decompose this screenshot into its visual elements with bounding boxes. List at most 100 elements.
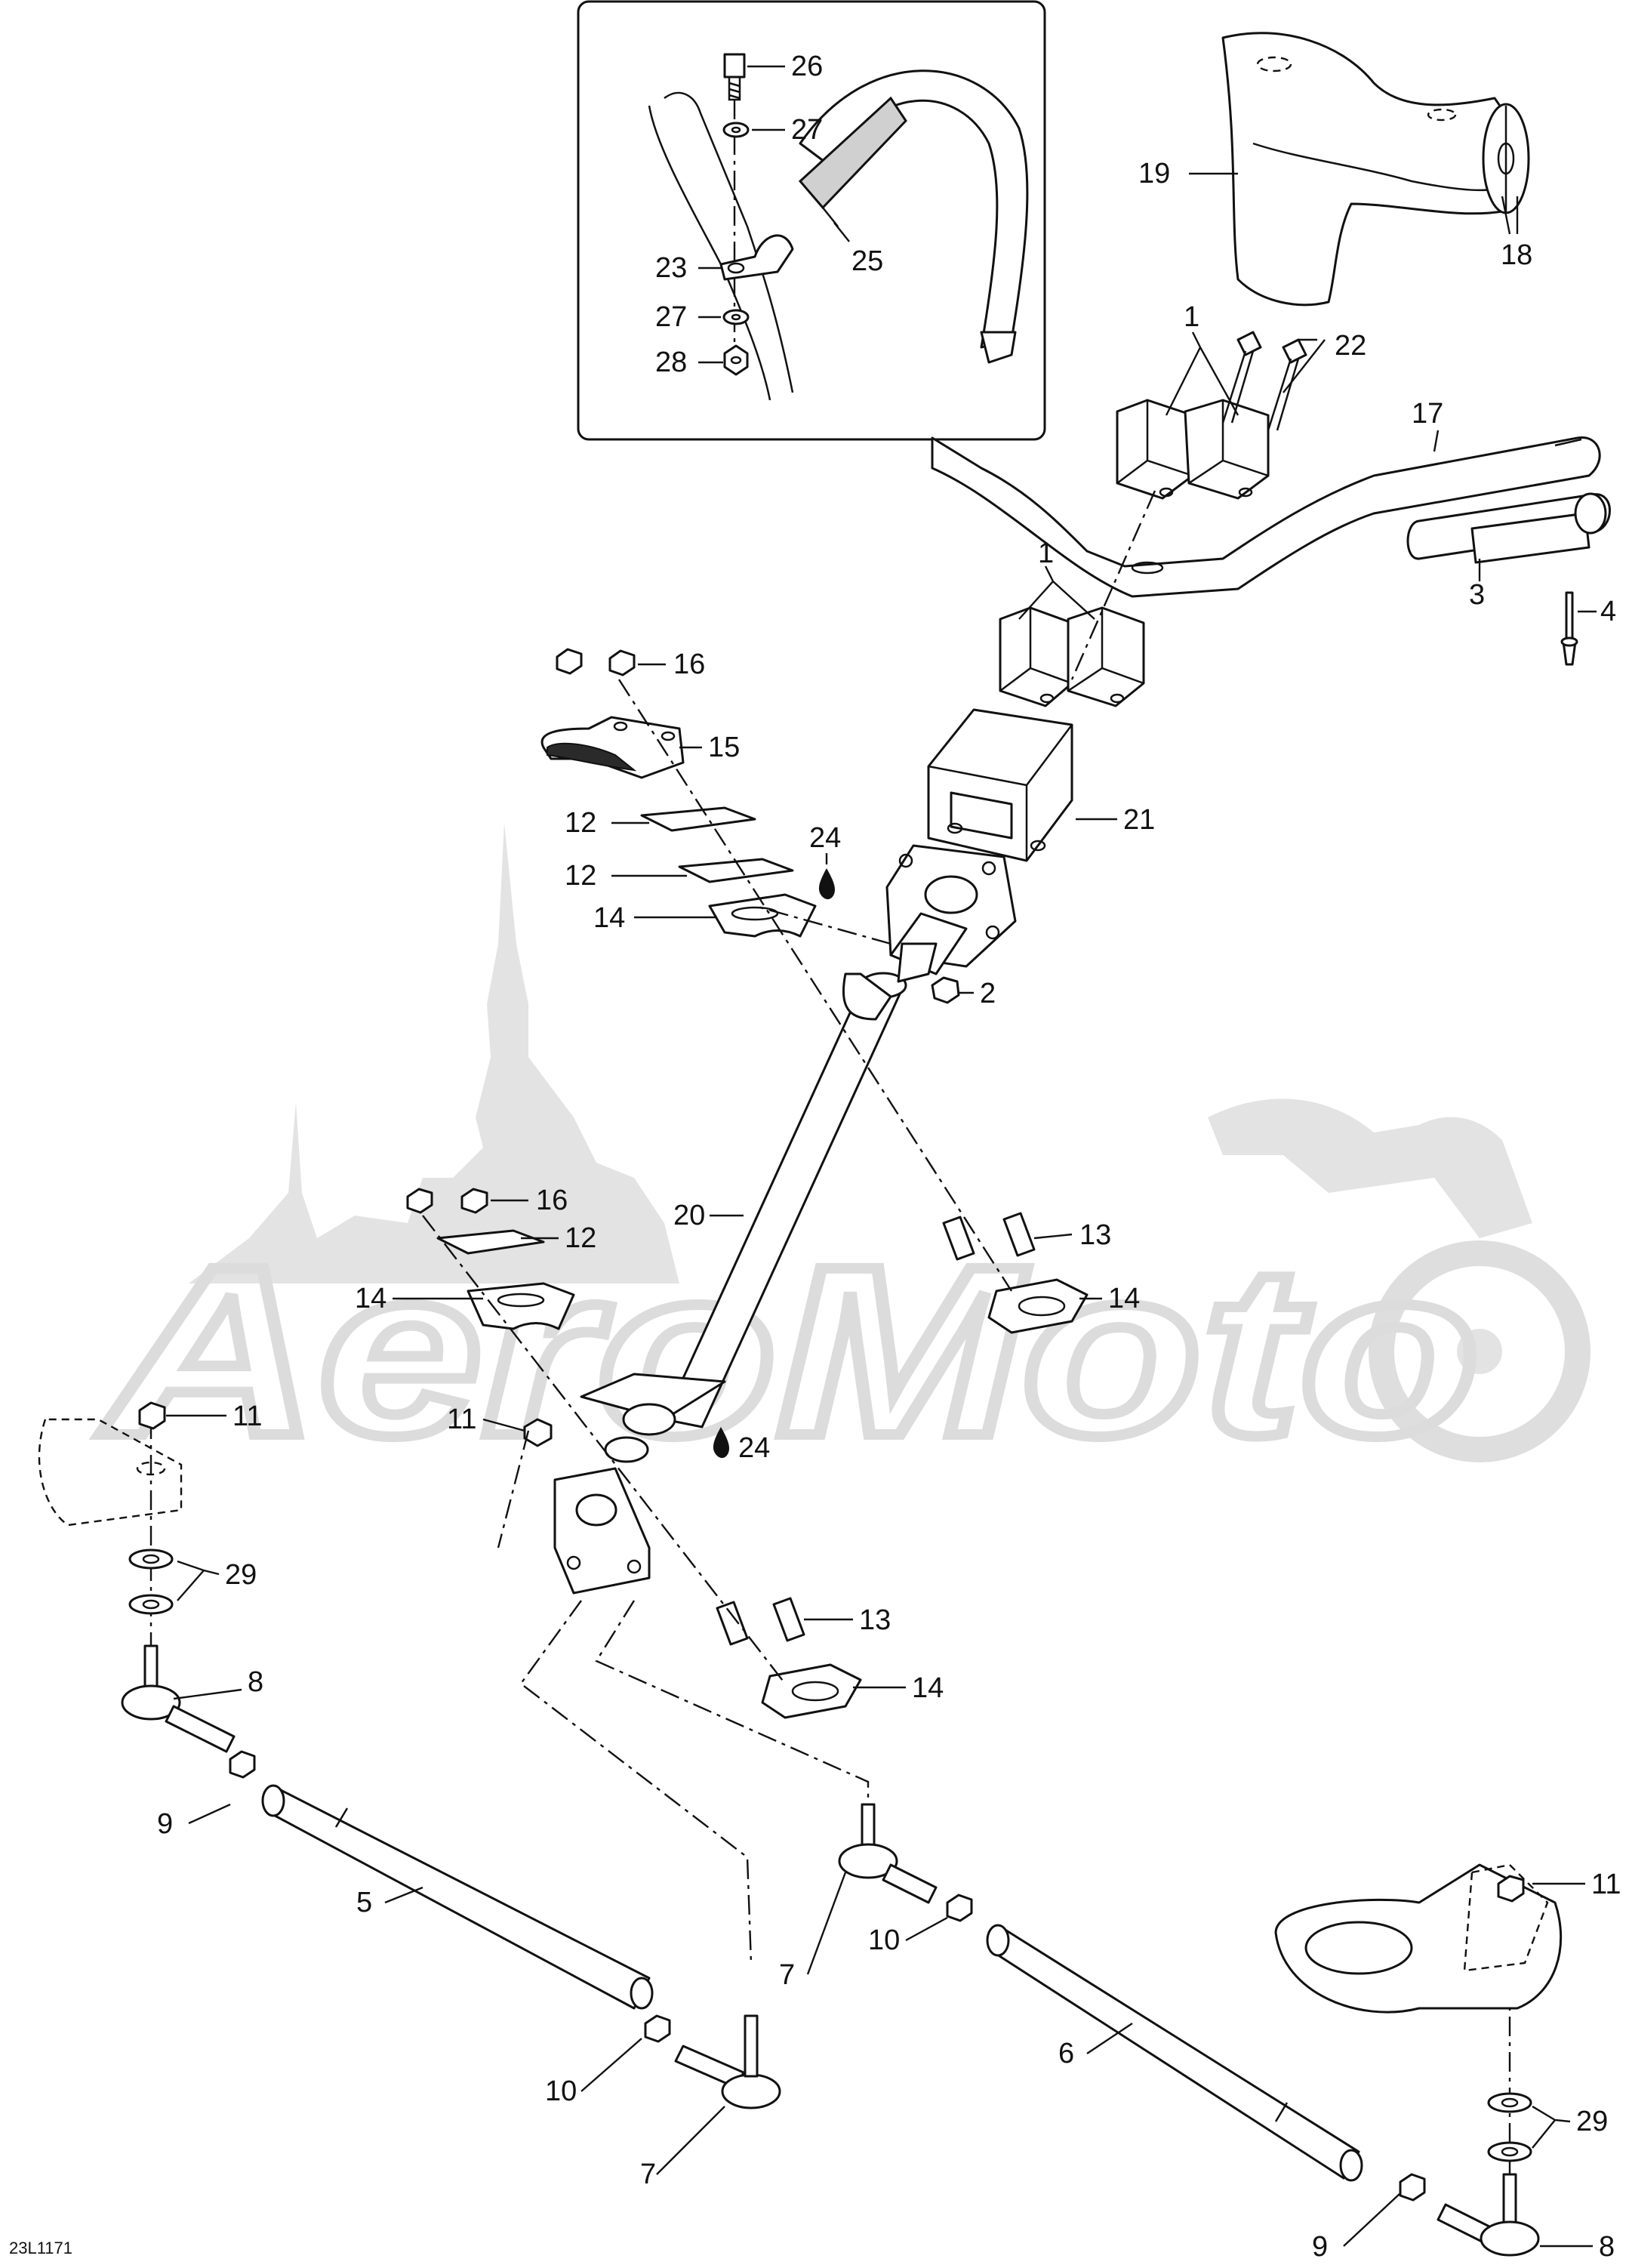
- callout-10-left: 10: [545, 2075, 577, 2107]
- callout-27: 27: [791, 114, 823, 146]
- upper-plate-hole-3: [985, 925, 1000, 940]
- watermark-hub: [1457, 1329, 1502, 1374]
- nut-11-left: [138, 1401, 166, 1430]
- callout-2: 2: [980, 978, 996, 1009]
- lower-clamp-hole-2: [1110, 693, 1125, 704]
- inset-nut: [723, 344, 749, 376]
- right-spindle-ring: [1274, 1863, 1563, 2014]
- cover-seam: [1252, 142, 1495, 192]
- inset-bar-end: [980, 331, 1017, 364]
- centerline-upper-right: [617, 679, 1013, 1292]
- callout-27-lower: 27: [655, 301, 687, 333]
- upper-clamp-left: [1116, 399, 1194, 500]
- spacer-12-lower: [436, 1229, 545, 1255]
- inset-nut-hole: [730, 356, 742, 365]
- callout-8-right: 8: [1599, 2231, 1615, 2263]
- riser-hole-1: [947, 822, 963, 834]
- lower-clamp-left: [999, 606, 1073, 707]
- callout-12-c: 12: [565, 1222, 596, 1254]
- callout-7-left: 7: [640, 2159, 656, 2190]
- callout-24-lower: 24: [738, 1432, 770, 1464]
- inset-handlebar: [799, 69, 1029, 349]
- callout-6: 6: [1058, 2038, 1074, 2069]
- lubricant-drop-icon: [713, 868, 835, 1459]
- callout-15: 15: [708, 732, 740, 763]
- callout-7-right: 7: [779, 1959, 795, 1991]
- callout-28: 28: [655, 347, 687, 378]
- callout-11-mid: 11: [447, 1404, 476, 1435]
- nut-2: [931, 976, 960, 1004]
- inset-clamp: [719, 234, 794, 281]
- callout-13-lower: 13: [859, 1604, 891, 1636]
- spacer-13-b: [1002, 1212, 1036, 1257]
- clamp-14-upper: [708, 893, 817, 938]
- inset-pad: [798, 96, 907, 210]
- tie-rod-end-8-right-body: [1480, 2220, 1540, 2257]
- callout-13-upper: 13: [1079, 1219, 1111, 1251]
- rivet: [1562, 591, 1577, 666]
- lubricant-drop-icon: [713, 1427, 729, 1459]
- grip-end: [1574, 492, 1607, 535]
- centerline-tierod-right: [595, 1600, 870, 1812]
- callout-23: 23: [655, 252, 687, 284]
- tie-rod-5-flat-1: [334, 1807, 349, 1828]
- cover-hole-hidden-2: [1427, 108, 1457, 122]
- left-spindle-outline: [38, 1418, 183, 1527]
- right-bracket-stack: [716, 1212, 1089, 1719]
- inset-washer-top-hole: [731, 126, 741, 134]
- bolt-22-shank-2: [1267, 358, 1300, 431]
- inset-clamp-hole: [727, 262, 745, 274]
- washer-29-right-1-hole: [1501, 2097, 1519, 2108]
- washer-29-right-2-hole: [1501, 2146, 1519, 2157]
- inset-bolt-thread: [728, 77, 741, 101]
- inset-washer-top: [722, 122, 750, 138]
- cover-body: [1221, 32, 1517, 307]
- callout-3: 3: [1469, 579, 1485, 611]
- bracket-15-hole-2: [661, 731, 676, 741]
- callout-5: 5: [356, 1887, 372, 1918]
- upper-plate-hole-2: [981, 861, 996, 876]
- clamp-14-lower-left-slot: [497, 1293, 545, 1308]
- tie-rod-6-end-right: [1339, 2149, 1363, 2182]
- spacer-13-a: [942, 1216, 975, 1261]
- callout-14-d: 14: [912, 1672, 944, 1704]
- upper-clamp-hole-2: [1238, 487, 1253, 498]
- callout-25: 25: [851, 245, 883, 277]
- watermark: AeroMoto: [91, 823, 1591, 1491]
- inset-bolt-head: [723, 53, 746, 79]
- inset-washer-bottom: [722, 309, 750, 325]
- callout-14-b: 14: [355, 1283, 386, 1314]
- callout-14-c: 14: [1108, 1283, 1140, 1314]
- tie-rod-end-7-left-body: [721, 2073, 781, 2109]
- column-upper-sleeve: [897, 942, 938, 983]
- lower-clamps: [999, 606, 1145, 707]
- nut-16-left: [556, 648, 583, 675]
- upper-clamp-hole-1: [1159, 487, 1174, 498]
- bracket-15-shade: [547, 742, 637, 772]
- callout-24-upper: 24: [809, 822, 841, 854]
- nut-9-right: [1399, 2173, 1426, 2202]
- washer-29-right-2: [1487, 2141, 1532, 2162]
- upper-plate-bore: [924, 875, 978, 914]
- callout-10-right: 10: [868, 1924, 900, 1956]
- tie-rod-5: [266, 1788, 651, 2010]
- bolt-22-head-1: [1236, 331, 1262, 356]
- lower-clamp-hole-1: [1039, 693, 1055, 704]
- clamp-14-right-lower-bore: [791, 1681, 839, 1702]
- column-top-collar: [842, 972, 892, 1021]
- watermark-spire: [189, 823, 679, 1283]
- spacer-12-bottom: [678, 858, 794, 883]
- handlebar: [931, 436, 1611, 666]
- diagram-code: 23L1171: [9, 2239, 72, 2257]
- inset-washer-bottom-hole: [731, 313, 741, 321]
- watermark-text: AeroMoto: [97, 1216, 1480, 1486]
- callout-16-lower: 16: [536, 1185, 568, 1216]
- nut-10-left: [644, 2014, 671, 2043]
- steering-column: [523, 844, 1017, 1595]
- callout-9-left: 9: [157, 1808, 173, 1840]
- callout-20: 20: [673, 1200, 705, 1231]
- right-spindle-hidden: [1463, 1863, 1549, 1972]
- inset-handlebar-detail: [577, 0, 1046, 441]
- clamp-14-right-upper-bore: [1018, 1296, 1066, 1317]
- clamp-14-upper-slot: [731, 906, 779, 921]
